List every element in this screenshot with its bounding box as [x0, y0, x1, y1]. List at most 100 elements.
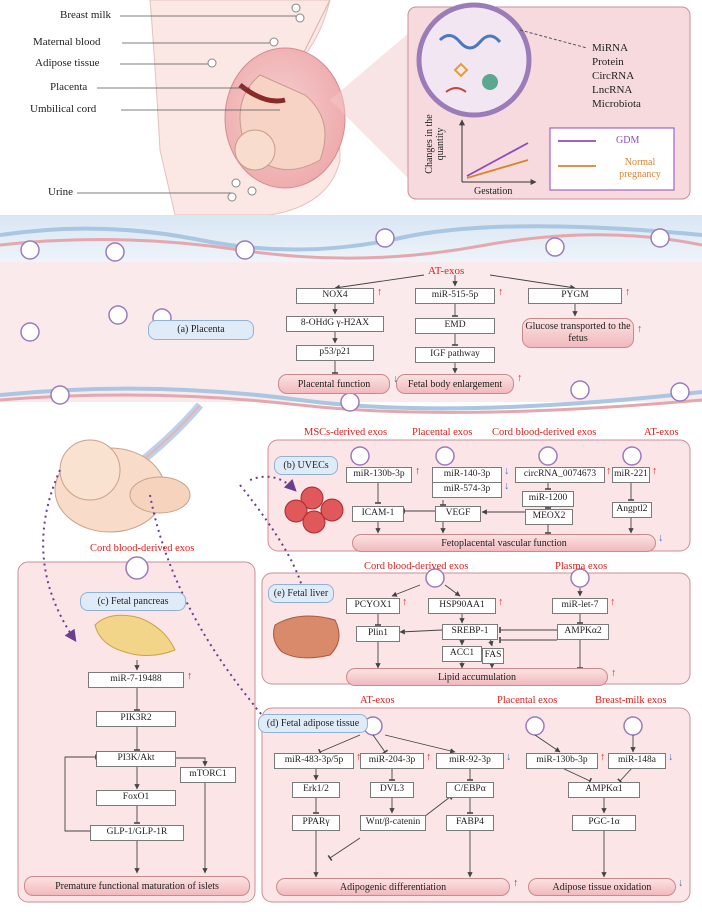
body-label-leaders — [77, 15, 300, 194]
node-pgc1a: PGC-1α — [572, 815, 636, 831]
outcome-fetal-body: Fetal body enlargement — [396, 374, 514, 394]
exosome-icons-band — [20, 228, 690, 412]
pancreas-source: Cord blood-derived exos — [90, 543, 195, 554]
chart-y-label: Changes in the quantity — [424, 114, 446, 174]
up-arrow: ↑ — [517, 373, 523, 384]
liver-region-label: (e) Fetal liver — [268, 584, 334, 603]
liver-arrows — [374, 584, 584, 669]
node-mir483: miR-483-3p/5p — [274, 753, 354, 769]
liver-source-plasma: Plasma exos — [555, 561, 608, 572]
up-arrow: ↑ — [513, 878, 519, 889]
node-mir140: miR-140-3p — [432, 467, 502, 483]
uvecs-source-mscs: MSCs-derived exos — [304, 427, 388, 438]
up-arrow: ↑ — [498, 287, 504, 298]
node-mir92: miR-92-3p — [436, 753, 504, 769]
exosome-icons-uvecs — [350, 446, 642, 466]
node-mir1200: miR-1200 — [522, 491, 574, 507]
node-angptl2: Angptl2 — [612, 502, 652, 518]
node-mir204: miR-204-3p — [360, 753, 424, 769]
node-srebp1: SREBP-1 — [442, 624, 498, 640]
placenta-source: AT-exos — [428, 265, 465, 277]
up-arrow: ↑ — [600, 752, 606, 763]
adipose-source-placental: Placental exos — [497, 695, 558, 706]
up-arrow: ↑ — [606, 466, 612, 477]
exosome-icons-liver — [425, 568, 590, 588]
node-wnt: Wnt/β-catenin — [360, 815, 426, 831]
node-circrna: circRNA_0074673 — [515, 467, 605, 483]
outcome-glucose: Glucose transported to the fetus — [522, 318, 634, 348]
label-umbilical-cord: Umbilical cord — [30, 103, 97, 115]
node-icam1: ICAM-1 — [352, 506, 404, 522]
gdm-line — [466, 142, 529, 177]
pancreas-arrows — [64, 660, 208, 874]
uvecs-region-label: (b) UVECs — [274, 456, 338, 475]
placenta-region-label: (a) Placenta — [148, 320, 254, 340]
node-mir148a: miR-148a — [608, 753, 666, 769]
node-cebpa: C/EBPα — [446, 782, 494, 798]
down-arrow: ↓ — [504, 466, 510, 477]
node-p53: p53/p21 — [296, 345, 374, 361]
node-mir7: miR-7-19488 — [88, 672, 184, 688]
liver-source-cord: Cord blood-derived exos — [364, 561, 469, 572]
outcome-placental-function: Placental function — [278, 374, 390, 394]
node-pik3r2: PIK3R2 — [96, 711, 176, 727]
node-mir574: miR-574-3p — [432, 482, 502, 498]
down-arrow: ↓ — [393, 374, 399, 385]
baby-illustration — [54, 439, 191, 533]
down-arrow: ↓ — [506, 752, 512, 763]
exosome-icon-pancreas — [125, 556, 149, 580]
exosome-vesicle — [416, 2, 532, 118]
legend-gdm: GDM — [616, 135, 640, 146]
node-mir130b-adipose: miR-130b-3p — [526, 753, 598, 769]
node-pygm: PYGM — [528, 288, 622, 304]
node-pcyox1: PCYOX1 — [346, 598, 400, 614]
label-placenta: Placenta — [50, 81, 88, 93]
magnification-funnel — [330, 15, 430, 200]
uvecs-source-cord: Cord blood-derived exos — [492, 427, 597, 438]
node-vegf: VEGF — [435, 506, 481, 522]
uvecs-source-placental: Placental exos — [412, 427, 473, 438]
up-arrow: ↑ — [402, 597, 408, 608]
node-pi3k: PI3K/Akt — [96, 751, 176, 767]
up-arrow: ↑ — [610, 597, 616, 608]
label-breast-milk: Breast milk — [60, 9, 112, 21]
node-fas: FAS — [482, 648, 504, 664]
cargo-protein: Protein — [592, 56, 624, 68]
cargo-leader — [519, 29, 588, 49]
pancreas-organ — [94, 614, 176, 656]
adipose-source-at: AT-exos — [360, 695, 395, 706]
legend-box — [549, 127, 675, 191]
outcome-oxidation: Adipose tissue oxidation — [528, 878, 676, 896]
node-emd: EMD — [415, 318, 495, 334]
up-arrow: ↑ — [377, 287, 383, 298]
node-nox4: NOX4 — [296, 288, 374, 304]
cargo-mirna: MiRNA — [592, 42, 629, 54]
adipose-source-breast-milk: Breast-milk exos — [595, 695, 667, 706]
up-arrow: ↑ — [637, 324, 643, 335]
node-dvl3: DVL3 — [370, 782, 414, 798]
exosome-icons-top — [207, 3, 305, 202]
node-ampka1: AMPKα1 — [568, 782, 640, 798]
node-mir130b-uvec: miR-130b-3p — [346, 467, 412, 483]
uvecs-source-at: AT-exos — [644, 427, 679, 438]
up-arrow: ↑ — [187, 671, 193, 682]
node-mir515: miR-515-5p — [415, 288, 495, 304]
quantity-chart — [459, 119, 675, 191]
up-arrow: ↑ — [652, 466, 658, 477]
adipose-arrows — [312, 734, 636, 878]
node-hsp90aa1: HSP90AA1 — [428, 598, 496, 614]
label-maternal-blood: Maternal blood — [33, 36, 101, 48]
cargo-lncrna: LncRNA — [592, 84, 633, 96]
adipose-panel — [261, 707, 691, 903]
pancreas-panel — [17, 561, 256, 903]
down-arrow: ↓ — [668, 752, 674, 763]
node-ampka2: AMPKα2 — [557, 624, 609, 640]
up-arrow: ↑ — [356, 752, 362, 763]
outcome-adipogenic: Adipogenic differentiation — [276, 878, 510, 896]
node-acc1: ACC1 — [442, 646, 482, 662]
label-adipose-tissue: Adipose tissue — [35, 57, 100, 69]
up-arrow: ↑ — [426, 752, 432, 763]
node-fabp4: FABP4 — [446, 815, 494, 831]
